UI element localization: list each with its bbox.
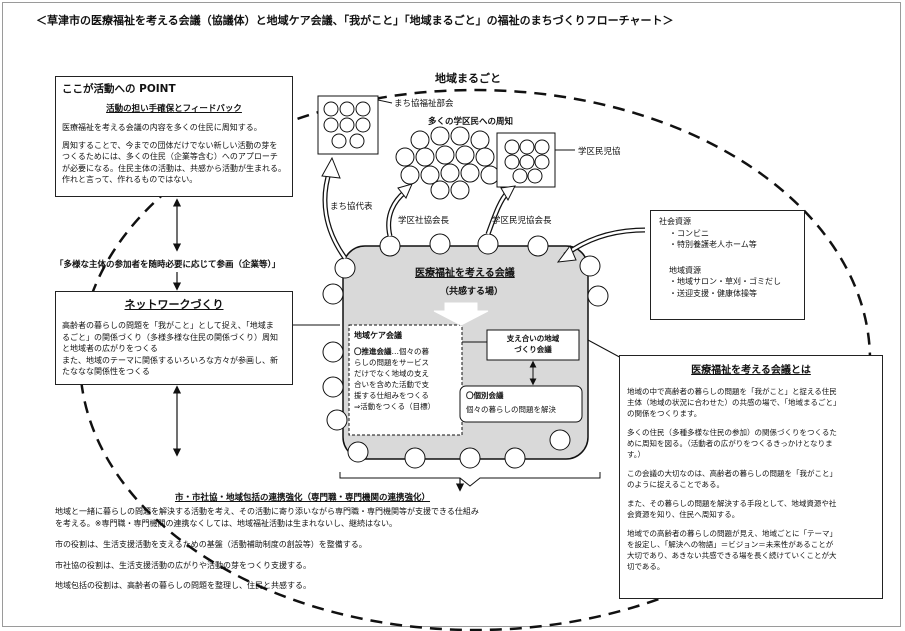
minjikyo-label: 学区民児協 <box>578 147 621 157</box>
explain-line: めに周知を図る。（活動者の広がりをつくるきっかけとなりま <box>627 439 833 448</box>
network-box: ネットワークづくり 高齢者の暮らしの問題を「我がこと」として捉え、「地域ま るご… <box>55 291 293 385</box>
cooperation-heading: 市・市社協・地域包括の連携強化（専門職・専門機関の連携強化） <box>175 493 431 503</box>
suishin-line: …個々の暮 <box>391 347 430 356</box>
network-heading: ネットワークづくり <box>124 298 224 311</box>
care-meeting-heading: 地域ケア会議 <box>354 331 402 340</box>
point-line: 作れと言って、作れるものではない。 <box>62 175 198 184</box>
explain-line: 地域での高齢者の暮らしの問題が見え、地域ごとに「テーマ」 <box>627 529 837 538</box>
suishin-line: 援する仕組みをつくる <box>354 391 429 400</box>
residents-cluster <box>395 126 500 200</box>
explain-line: 切である。 <box>627 562 665 571</box>
explain-line: 多くの住民（多種多様な住民の参加）の関係づくりをつくるた <box>627 428 837 437</box>
sasaeai-label: 支え合いの地域 づくり会議 <box>488 333 578 355</box>
kobetsu-heading: 〇個別会議 <box>466 391 504 400</box>
network-line: と地域者の広がりをつくる <box>62 344 158 353</box>
explain-heading: 医療福祉を考える会議とは <box>691 365 811 376</box>
social-resources-heading: 社会資源 <box>659 217 691 226</box>
network-line: るごと」の関係づくり（多様多様な住民の関係づくり）周知 <box>62 332 278 342</box>
point-box: ここが活動への POINT 活動の担い手確保とフィードバック 医療福祉を考える会… <box>55 76 293 197</box>
council-subtitle: （共感する場） <box>440 287 504 297</box>
resources-box: 社会資源 ・コンビニ ・特別養護老人ホーム等 地域資源 ・地域サロン・草刈・ゴミ… <box>650 210 805 320</box>
down-arrow-white <box>433 302 489 326</box>
suishin-label: 〇推進会議 <box>354 347 392 356</box>
kobetsu-box <box>459 385 583 423</box>
kobetsu-text: 個々の暮らしの問題を解決 <box>466 405 556 414</box>
network-line: たななな関係性をつくる <box>62 367 150 376</box>
explain-paragraph: 多くの住民（多種多様な住民の参加）の関係づくりをつくるた めに周知を図る。（活動… <box>627 427 875 460</box>
explain-line: 主体（地域の状況に合わせた）の共感の場で、「地域まるごと」 <box>627 398 841 407</box>
chiiki-marugoto-label: 地域まるごと <box>435 72 501 85</box>
area-resources-heading: 地域資源 <box>669 265 701 275</box>
explain-line: 会資源を知り、住民へ周知する。 <box>627 510 740 519</box>
point-line: が必要になる。住民主体の活動は、共感から活動が生まれる。 <box>62 163 286 173</box>
area-resource-item: ・送迎支援・健康体操等 <box>669 288 757 298</box>
sasaeai-line: 支え合いの地域 <box>506 334 560 343</box>
explain-paragraph: 地域の中で高齢者の暮らしの問題を「我がこと」と捉える住民 主体（地域の状況に合わ… <box>627 386 875 419</box>
council-title: 医療福祉を考える会議 <box>415 268 515 279</box>
suishin-line: らしの問題をサービス <box>354 358 429 367</box>
cooperation-line: を考える。※専門職・専門機関の連携なくしては、地域福祉活動は生まれないし、継続は… <box>55 518 398 528</box>
jumin-shuchi-label: 多くの学区民への周知 <box>428 117 514 127</box>
point-heading: ここが活動への POINT <box>62 83 176 95</box>
explain-box: 医療福祉を考える会議とは 地域の中で高齢者の暮らしの問題を「我がこと」と捉える住… <box>619 355 883 599</box>
suishin-line: だけでなく地域の支え <box>354 369 429 378</box>
cooperation-text: 地域と一緒に暮らしの問題を解決する活動を考え、その活動に寄り添いながら専門職・専… <box>55 506 625 592</box>
minkyo-kaicho-label: 学区民児協会長 <box>492 216 552 226</box>
page-title: ＜草津市の医療福祉を考える会議（協議体）と地域ケア会議、「我がこと」「地域まるご… <box>36 14 674 27</box>
point-subheading: 活動の担い手確保とフィードバック <box>106 104 242 114</box>
network-line: 高齢者の暮らしの問題を「我がこと」として捉え、「地域ま <box>62 321 274 330</box>
explain-line: 地域の中で高齢者の暮らしの問題を「我がこと」と捉える住民 <box>627 387 837 396</box>
explain-line: また、その暮らしの問題を解決する手段として、地域資源や社 <box>627 499 837 508</box>
care-meeting-content: 地域ケア会議 〇推進会議…個々の暮 らしの問題をサービス だけでなく地域の支え … <box>354 330 459 412</box>
explain-line: の関係をつくります。 <box>627 409 702 418</box>
explain-line: この会議の大切なのは、高齢者の暮らしの問題を「我がこと」 <box>627 469 837 478</box>
explain-line: を設定し、「解決への物語」＝ビジョン＝未来性があることが <box>627 540 834 549</box>
shakyo-kaicho-label: 学区社協会長 <box>398 216 450 226</box>
social-resource-item: ・コンビニ <box>669 228 709 238</box>
explain-line: 大切であり、あきない共感できる場を長く続けていくことが大 <box>627 551 837 560</box>
explain-paragraph: また、その暮らしの問題を解決する手段として、地域資源や社 会資源を知り、住民へ周… <box>627 498 875 520</box>
machi-fukushi-label: まち協福祉部会 <box>394 99 454 109</box>
machi-fukushi-group <box>317 95 379 155</box>
care-meeting-box <box>348 324 463 436</box>
cooperation-line: 地域包括の役割は、高齢者の暮らしの問題を整理し、住民と共感する。 <box>55 581 311 590</box>
sasaeai-line: づくり会議 <box>514 345 552 354</box>
social-resource-item: ・特別養護老人ホーム等 <box>669 240 757 249</box>
minjikyo-group <box>496 132 556 188</box>
area-resource-item: ・地域サロン・草刈・ゴミだし <box>669 277 781 286</box>
explain-paragraph: 地域での高齢者の暮らしの問題が見え、地域ごとに「テーマ」 を設定し、「解決への物… <box>627 528 875 572</box>
explain-line: す。） <box>627 450 645 459</box>
council-member-circles <box>322 233 609 469</box>
point-line: つくるためには、多くの住民（企業等含む）へのアプローチ <box>62 152 278 161</box>
explain-line: のように捉えることである。 <box>627 480 724 489</box>
sasaeai-box <box>486 329 580 361</box>
machi-daihyo-label: まち協代表 <box>330 202 373 212</box>
point-line: 医療福祉を考える会議の内容を多くの住民に周知する。 <box>62 123 262 132</box>
cooperation-line: 市の役割は、生活支援活動を支えるための基盤（活動補助制度の創設等）を整備する。 <box>55 540 367 549</box>
explain-paragraph: この会議の大切なのは、高齢者の暮らしの問題を「我がこと」 のように捉えることであ… <box>627 468 875 490</box>
cooperation-line: 地域と一緒に暮らしの問題を解決する活動を考え、その活動に寄り添いながら専門職・専… <box>55 507 479 516</box>
network-line: また、地域のテーマに関係するいろいろな方々が参画し、新 <box>62 355 278 365</box>
point-line: 周知することで、今までの団体だけでない新しい活動の芽を <box>62 140 278 150</box>
kobetsu-content: 〇個別会議 個々の暮らしの問題を解決 <box>466 390 580 416</box>
suishin-line: 合いを含めた活動で支 <box>354 380 429 389</box>
participation-note: 「多様な主体の参加者を随時必要に応じて参画（企業等）」 <box>55 260 281 270</box>
suishin-line: ⇒活動をつくる（目標） <box>354 402 436 411</box>
cooperation-line: 市社協の役割は、生活支援活動の広がりや活動の芽をつくり支援する。 <box>55 560 311 570</box>
